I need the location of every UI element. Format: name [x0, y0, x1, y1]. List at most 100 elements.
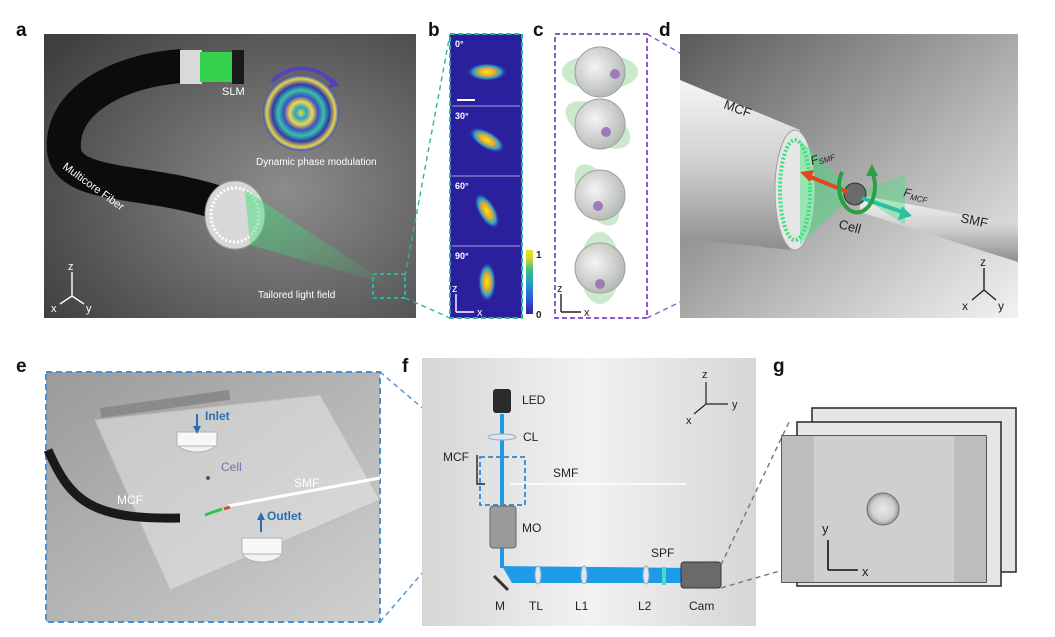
condenser-lens: [487, 433, 517, 441]
panel-label-d: d: [659, 20, 671, 41]
cam-label: Cam: [689, 599, 714, 613]
panel-label-a: a: [16, 20, 27, 41]
rotation-arrowhead-d: [866, 164, 878, 176]
axis-x-b: x: [477, 307, 483, 319]
tube-lens: [534, 565, 542, 585]
colorbar-min: 0: [536, 310, 542, 321]
zoom-box-a: [372, 273, 406, 299]
axis-y-a: y: [86, 303, 92, 315]
mcf-cores: [778, 138, 812, 242]
smf-label-e: SMF: [294, 476, 319, 490]
force-smf-arrowhead: [800, 170, 814, 182]
axis-x-c: x: [584, 307, 590, 319]
led-label: LED: [522, 393, 546, 407]
panel-a: SLM Dynamic phase modulation Multicore F…: [44, 34, 416, 318]
camera: [680, 561, 722, 589]
axis-z-d: z: [980, 255, 986, 269]
chip-top-edge: [99, 389, 231, 418]
slm-device: [232, 50, 244, 84]
beam-spot-0: [467, 63, 507, 81]
axis-x-d: x: [962, 299, 968, 313]
cell-label-e: Cell: [221, 460, 242, 474]
spf-label: SPF: [651, 546, 674, 560]
channel-wall-right: [954, 436, 986, 582]
axis-z-f: z: [702, 369, 708, 381]
trapped-cell: [843, 182, 867, 206]
short-pass-filter: [662, 567, 666, 585]
axis-x-g: x: [862, 564, 869, 579]
mo-label: MO: [522, 521, 541, 535]
chip-box-f: [479, 456, 526, 506]
led-source: [493, 389, 511, 413]
axes-a: z x y: [51, 261, 92, 315]
axis-z-c: z: [557, 283, 563, 295]
mcf-light-cone: [800, 140, 855, 245]
force-smf-arrow: [807, 174, 849, 194]
axes-f: z x y: [686, 369, 738, 427]
beam-spot-90: [478, 262, 496, 302]
zoom-connector-g-bottom: [720, 567, 791, 589]
cell-dot-e: [206, 476, 210, 480]
axis-y-g: y: [822, 521, 829, 536]
phase-caption: Dynamic phase modulation: [256, 157, 377, 168]
red-beam-e: [223, 505, 231, 511]
axis-z-a: z: [68, 261, 74, 273]
panel-label-b: b: [428, 20, 440, 41]
beam-spot-30: [469, 127, 505, 153]
axes-c: z x: [557, 283, 590, 319]
slm-label: SLM: [222, 86, 245, 98]
inlet-arrowhead: [193, 426, 201, 434]
colorbar-max: 1: [536, 250, 542, 261]
smf-label-d: SMF: [959, 210, 989, 230]
panel-label-c: c: [533, 20, 544, 41]
mcf-label-e: MCF: [117, 493, 143, 507]
angle-0: 0°: [455, 39, 464, 49]
axes-d: z x y: [962, 255, 1004, 313]
panel-b: 0° 30° 60° 90° 1 0 z x: [449, 33, 542, 321]
force-mcf-label: FMCF: [902, 185, 930, 205]
slm-green-light: [200, 52, 238, 82]
smf-light-cone: [855, 175, 905, 225]
axis-y-f: y: [732, 399, 738, 411]
chip-substrate: [94, 394, 381, 591]
inlet-label: Inlet: [205, 409, 230, 423]
beam-spot-60: [474, 193, 500, 229]
cell-30: [565, 98, 631, 150]
axes-b: z x: [452, 283, 483, 319]
l2-label: L2: [638, 599, 652, 613]
panel-f: LED CL MCF SMF MO SPF M TL L1 L2 Cam z x…: [422, 358, 756, 626]
l1-label: L1: [575, 599, 589, 613]
cell-image: [866, 492, 900, 526]
outlet-body: [241, 537, 283, 555]
outlet-arrowhead: [257, 512, 265, 520]
panel-e: Inlet Outlet Cell SMF MCF: [43, 371, 381, 623]
panel-label-e: e: [16, 356, 27, 377]
light-field-label: Tailored light field: [258, 290, 335, 301]
beam-focus: [590, 568, 630, 583]
mcf-line-f: [476, 455, 485, 485]
mirror: [492, 574, 510, 592]
tl-label: TL: [529, 599, 543, 613]
axes-g: y x: [822, 521, 869, 579]
fiber-bundle-end: [180, 50, 202, 84]
channel-wall-left: [782, 436, 814, 582]
mcf-fiber-e: [43, 448, 181, 523]
mcf-cylinder: [680, 80, 800, 250]
cell-label-d: Cell: [837, 216, 863, 236]
panel-c: z x: [554, 33, 648, 319]
objective-lens: [489, 505, 517, 549]
cell-60: [574, 164, 626, 226]
cl-label: CL: [523, 430, 539, 444]
panel-label-g: g: [773, 356, 785, 377]
green-beam-e: [204, 507, 223, 517]
smf-label-f: SMF: [553, 466, 578, 480]
phase-mask: [263, 75, 339, 151]
axis-x-a: x: [51, 303, 57, 315]
lens-l1: [580, 565, 588, 585]
rotation-arrowhead: [328, 77, 340, 88]
angle-60: 60°: [455, 181, 469, 191]
force-mcf-arrow: [861, 196, 906, 215]
outlet-label: Outlet: [267, 509, 302, 523]
rotation-arrow: [270, 66, 334, 84]
